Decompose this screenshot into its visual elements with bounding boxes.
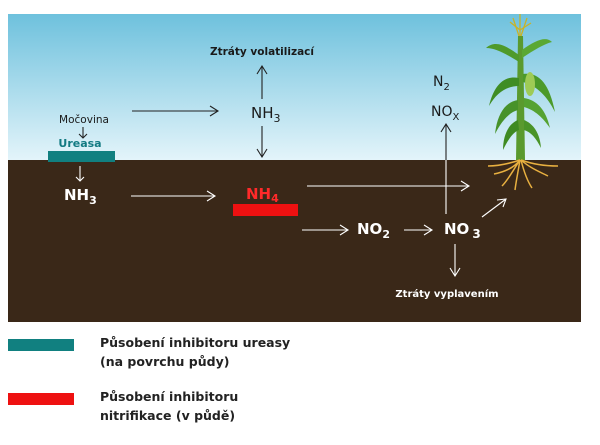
arrow-nh4-to-plant: [307, 180, 471, 192]
arrow-nh3-down: [256, 126, 268, 159]
legend-row-nitrification: Působení inhibitoru nitrifikace (v půdě): [8, 387, 238, 425]
n2-label: N2: [433, 74, 450, 93]
arrow-mocovina-down: [78, 127, 88, 139]
arrow-no3-down-leaching: [449, 244, 461, 278]
ureasa-inhibitor-bar: [48, 151, 115, 162]
arrow-mocovina-to-nh3: [132, 105, 220, 117]
corn-plant-icon: [486, 14, 559, 191]
nh3-soil-label: NH3: [64, 186, 97, 207]
ureasa-label: Ureasa: [58, 137, 101, 150]
ztraty-vyplavenim-label: Ztráty vyplavením: [395, 288, 498, 300]
legend-swatch-nitrification: [8, 393, 74, 405]
legend-row-ureasa: Působení inhibitoru ureasy (na povrchu p…: [8, 333, 290, 371]
nitrification-inhibitor-bar: [233, 204, 298, 216]
arrow-no2-to-no3: [404, 224, 434, 236]
legend-text-ureasa: Působení inhibitoru ureasy (na povrchu p…: [100, 335, 291, 369]
arrow-no3-up-to-nox: [440, 122, 452, 214]
arrow-ureasa-to-nh3: [75, 166, 85, 182]
legend-swatch-ureasa: [8, 339, 74, 351]
nh4-label: NH4: [246, 185, 279, 205]
legend-text-nitrification: Působení inhibitoru nitrifikace (v půdě): [100, 389, 239, 423]
soil-background: [8, 160, 581, 322]
nh3-air-label: NH3: [251, 104, 281, 125]
nox-label: NOX: [431, 104, 460, 123]
mocovina-label: Močovina: [59, 114, 109, 126]
ztraty-volatilizaci-label: Ztráty volatilizací: [210, 46, 315, 58]
arrow-nh3-to-nh4: [131, 190, 217, 202]
sky-background: [8, 14, 581, 160]
arrow-nh4-to-no2: [302, 224, 350, 236]
arrow-nh3-up-volatilization: [256, 64, 268, 99]
no2-label: NO2: [357, 220, 390, 241]
arrow-no3-to-plant: [481, 198, 507, 218]
